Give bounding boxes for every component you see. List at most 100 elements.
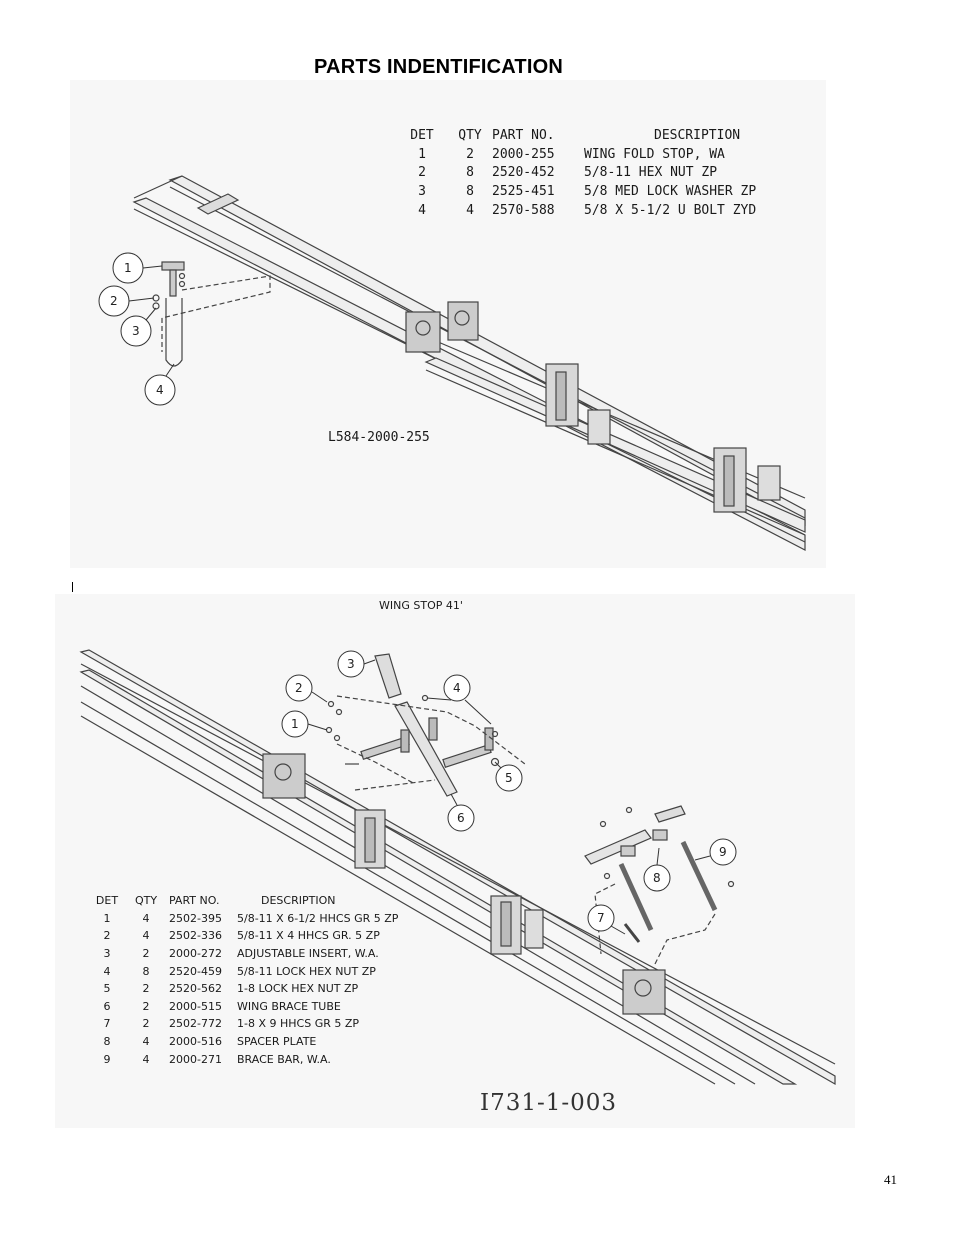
cell-det: 2 xyxy=(103,929,111,943)
table-row: 1 2 2000-255 WING FOLD STOP, WA xyxy=(396,145,756,164)
parts-table-wing-fold-stop: DET QTY PART NO. DESCRIPTION 1 2 2000-25… xyxy=(396,126,756,219)
cell-det: 2 xyxy=(418,165,426,181)
header-part-no: PART NO. xyxy=(169,894,220,908)
svg-text:8: 8 xyxy=(653,871,661,885)
cell-det: 1 xyxy=(418,146,426,162)
cell-part-no: 2502-395 xyxy=(169,911,222,925)
table-row: 2 8 2520-452 5/8-11 HEX NUT ZP xyxy=(396,163,756,182)
header-det: DET xyxy=(95,894,119,908)
svg-text:2: 2 xyxy=(110,294,118,308)
header-qty: QTY xyxy=(458,127,482,143)
table-row: 4 8 2520-459 5/8-11 LOCK HEX NUT ZP xyxy=(91,962,398,980)
table-row: 3 2 2000-272 ADJUSTABLE INSERT, W.A. xyxy=(91,945,398,963)
cell-description: 5/8-11 X 6-1/2 HHCS GR 5 ZP xyxy=(237,911,399,925)
cell-det: 9 xyxy=(103,1052,111,1066)
cell-det: 7 xyxy=(103,1017,111,1031)
svg-text:7: 7 xyxy=(597,911,605,925)
cell-description: 5/8-11 X 4 HHCS GR. 5 ZP xyxy=(237,929,380,943)
callout-6: 6 xyxy=(447,793,475,832)
cell-description: 5/8-11 LOCK HEX NUT ZP xyxy=(237,964,376,978)
svg-text:3: 3 xyxy=(347,657,355,671)
cell-qty: 2 xyxy=(466,146,474,162)
cell-qty: 2 xyxy=(142,982,150,996)
cell-det: 5 xyxy=(103,982,111,996)
callout-3: 3 xyxy=(337,650,376,678)
wing-stop-41-figure: 1 2 3 4 5 xyxy=(55,594,855,1128)
cell-qty: 4 xyxy=(142,911,150,925)
cell-description: WING FOLD STOP, WA xyxy=(584,146,725,162)
cell-part-no: 2000-271 xyxy=(169,1052,222,1066)
cell-part-no: 2520-452 xyxy=(492,165,555,181)
figure-title: WING STOP 41' xyxy=(379,599,463,612)
cell-part-no: 2525-451 xyxy=(492,183,555,199)
cell-qty: 4 xyxy=(466,202,474,218)
header-description: DESCRIPTION xyxy=(654,127,741,143)
svg-text:4: 4 xyxy=(453,681,461,695)
cell-part-no: 2000-272 xyxy=(169,947,222,961)
cell-part-no: 2000-255 xyxy=(492,146,555,162)
cell-qty: 4 xyxy=(142,929,150,943)
svg-text:3: 3 xyxy=(132,324,140,338)
callout-1: 1 xyxy=(112,252,163,284)
svg-text:1: 1 xyxy=(124,261,132,275)
parts-table-wing-stop-41: DET QTY PART NO. DESCRIPTION 1 4 2502-39… xyxy=(91,892,398,1068)
cell-det: 4 xyxy=(103,964,111,978)
cell-description: BRACE BAR, W.A. xyxy=(237,1052,331,1066)
header-description: DESCRIPTION xyxy=(261,894,336,908)
parts-table-header: DET QTY PART NO. DESCRIPTION xyxy=(396,126,756,145)
callout-5: 5 xyxy=(494,761,523,792)
stray-mark xyxy=(72,582,73,592)
cell-qty: 8 xyxy=(142,964,150,978)
cell-description: 1-8 LOCK HEX NUT ZP xyxy=(237,982,359,996)
cell-part-no: 2502-772 xyxy=(169,1017,222,1031)
cell-det: 3 xyxy=(418,183,426,199)
wing-stop-41-drawing: 1 2 3 4 5 xyxy=(79,649,836,1086)
svg-text:6: 6 xyxy=(457,811,465,825)
table-row: 7 2 2502-772 1-8 X 9 HHCS GR 5 ZP xyxy=(91,1015,398,1033)
cell-qty: 2 xyxy=(142,1017,150,1031)
svg-text:5: 5 xyxy=(505,771,513,785)
cell-part-no: 2520-459 xyxy=(169,964,222,978)
cell-qty: 8 xyxy=(466,183,474,199)
svg-text:2: 2 xyxy=(295,681,303,695)
cell-qty: 4 xyxy=(142,1035,150,1049)
cell-description: SPACER PLATE xyxy=(237,1035,317,1049)
cell-qty: 8 xyxy=(466,165,474,181)
cell-description: WING BRACE TUBE xyxy=(237,999,341,1013)
callout-8: 8 xyxy=(643,847,671,892)
page-number: 41 xyxy=(884,1172,897,1187)
cell-description: 5/8 X 5-1/2 U BOLT ZYD xyxy=(584,202,757,218)
callout-2: 2 xyxy=(98,285,155,317)
cell-part-no: 2000-515 xyxy=(169,999,222,1013)
cell-part-no: 2502-336 xyxy=(169,929,222,943)
table-row: 4 4 2570-588 5/8 X 5-1/2 U BOLT ZYD xyxy=(396,201,756,220)
wing-fold-stop-figure: 1 2 3 4 DET QTY xyxy=(70,80,826,568)
cell-part-no: 2000-516 xyxy=(169,1035,222,1049)
cell-qty: 4 xyxy=(142,1052,150,1066)
header-qty: QTY xyxy=(134,894,158,908)
cell-description: ADJUSTABLE INSERT, W.A. xyxy=(237,947,379,961)
header-part-no: PART NO. xyxy=(492,127,555,143)
cell-det: 3 xyxy=(103,947,111,961)
callout-9: 9 xyxy=(694,838,737,866)
cell-description: 5/8 MED LOCK WASHER ZP xyxy=(584,183,757,199)
drawing-number: L584-2000-255 xyxy=(328,430,430,445)
table-row: 9 4 2000-271 BRACE BAR, W.A. xyxy=(91,1050,398,1068)
table-row: 6 2 2000-515 WING BRACE TUBE xyxy=(91,998,398,1016)
callout-4: 4 xyxy=(426,674,492,725)
table-row: 1 4 2502-395 5/8-11 X 6-1/2 HHCS GR 5 ZP xyxy=(91,910,399,928)
cell-det: 1 xyxy=(103,911,111,925)
callout-7: 7 xyxy=(587,904,626,935)
parts-table-header: DET QTY PART NO. DESCRIPTION xyxy=(91,892,398,910)
cell-qty: 2 xyxy=(142,999,150,1013)
svg-text:9: 9 xyxy=(719,845,727,859)
cell-det: 8 xyxy=(103,1035,111,1049)
page-title: PARTS INDENTIFICATION xyxy=(314,56,564,78)
svg-text:4: 4 xyxy=(156,383,164,397)
header-det: DET xyxy=(410,127,434,143)
cell-qty: 2 xyxy=(142,947,150,961)
cell-description: 5/8-11 HEX NUT ZP xyxy=(584,165,718,181)
cell-part-no: 2520-562 xyxy=(169,982,222,996)
table-row: 5 2 2520-562 1-8 LOCK HEX NUT ZP xyxy=(91,980,398,998)
callout-1: 1 xyxy=(281,710,328,738)
